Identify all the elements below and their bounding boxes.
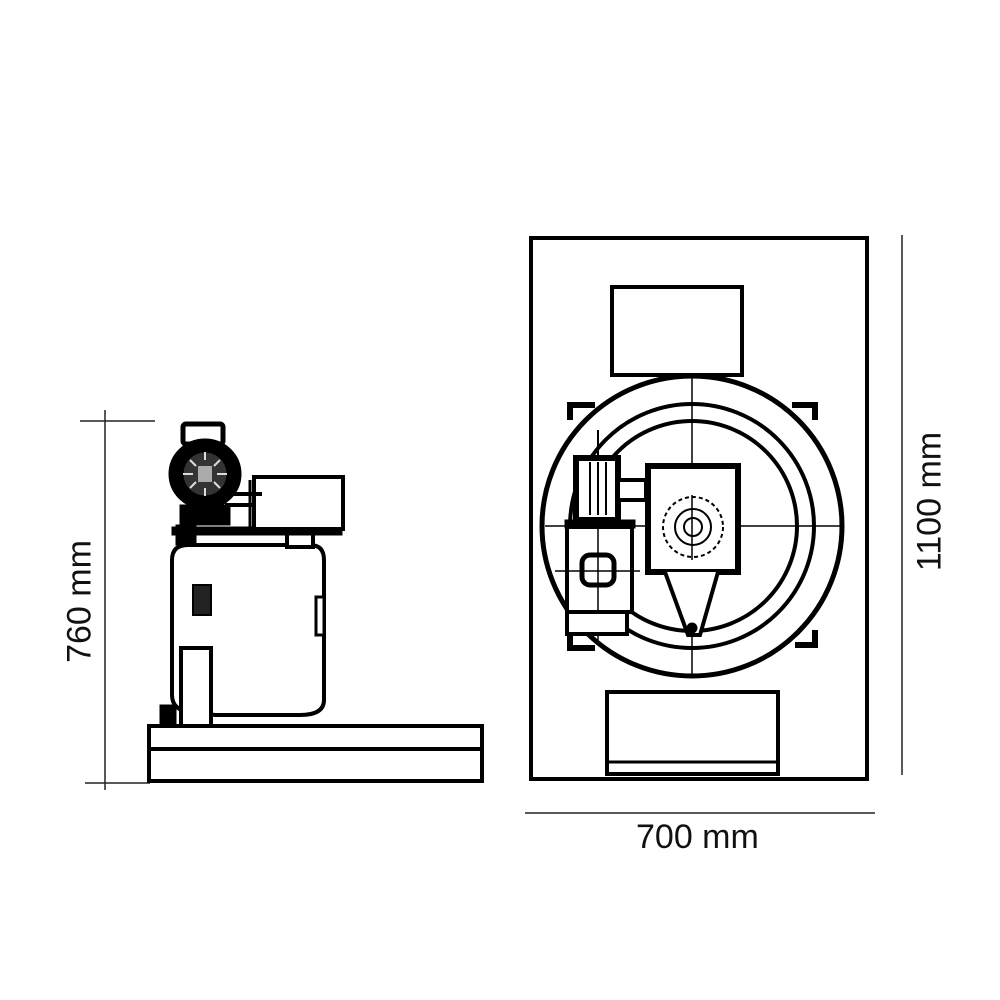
corner-bracket-br xyxy=(795,630,818,648)
corner-bracket-tl xyxy=(567,402,595,420)
dimension-label-700: 700 mm xyxy=(636,818,759,856)
control-box xyxy=(252,475,345,531)
support-arm xyxy=(663,571,720,637)
label-plate xyxy=(192,584,212,616)
corner-bracket-tr xyxy=(792,402,818,420)
dimension-label-1100: 1100 mm xyxy=(910,431,949,572)
drain-valve xyxy=(159,704,177,726)
dimension-label-760: 760 mm xyxy=(60,540,99,663)
pipe-column xyxy=(179,646,213,728)
motor xyxy=(168,421,242,526)
base-frame xyxy=(147,724,484,783)
bottom-base-box xyxy=(605,690,780,776)
tank-fitting xyxy=(314,595,326,637)
top-control-box xyxy=(610,285,744,377)
top-view xyxy=(525,235,903,814)
side-view xyxy=(80,410,484,790)
dimension-line-760 xyxy=(80,410,155,790)
